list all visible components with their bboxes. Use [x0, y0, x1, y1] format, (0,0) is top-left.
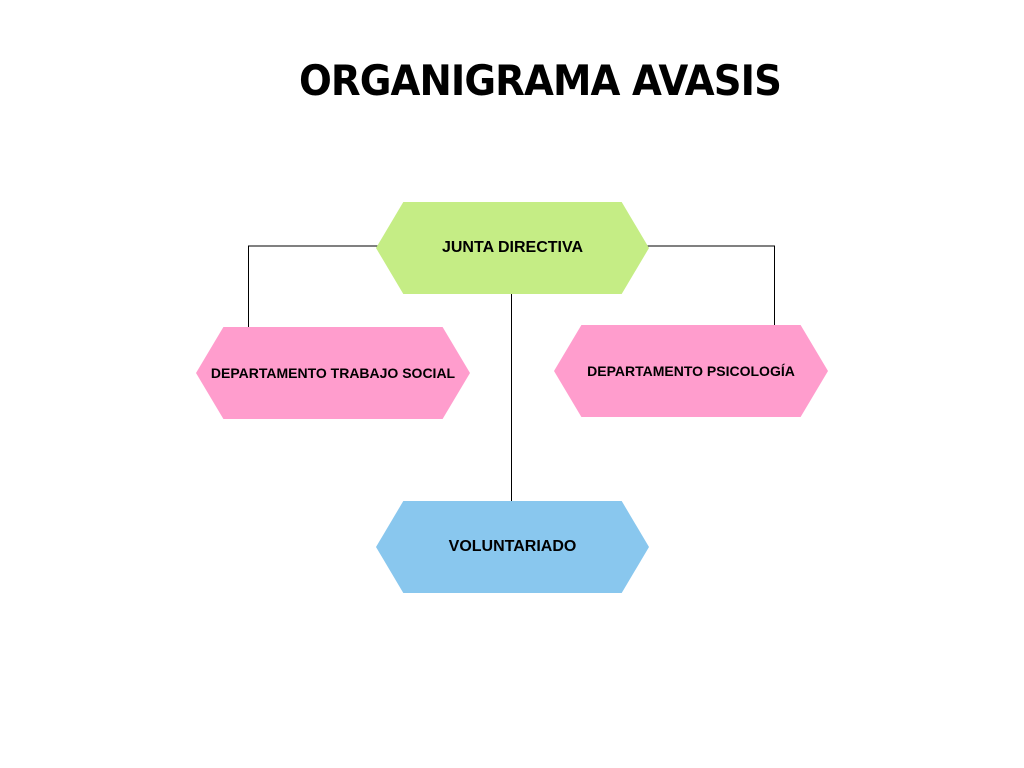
connector-top-to-right [647, 245, 775, 325]
page-title: ORGANIGRAMA AVASIS [298, 56, 782, 105]
node-departamento-psicologia: DEPARTAMENTO PSICOLOGÍA [554, 325, 828, 417]
node-departamento-trabajo-social: DEPARTAMENTO TRABAJO SOCIAL [196, 327, 470, 419]
node-label: VOLUNTARIADO [448, 538, 577, 555]
node-voluntariado: VOLUNTARIADO [376, 501, 649, 593]
node-label: DEPARTAMENTO TRABAJO SOCIAL [210, 365, 456, 381]
node-label: JUNTA DIRECTIVA [441, 239, 584, 256]
node-junta-directiva: JUNTA DIRECTIVA [376, 202, 649, 294]
node-label: DEPARTAMENTO PSICOLOGÍA [587, 363, 795, 379]
connector-top-to-left [248, 245, 378, 327]
